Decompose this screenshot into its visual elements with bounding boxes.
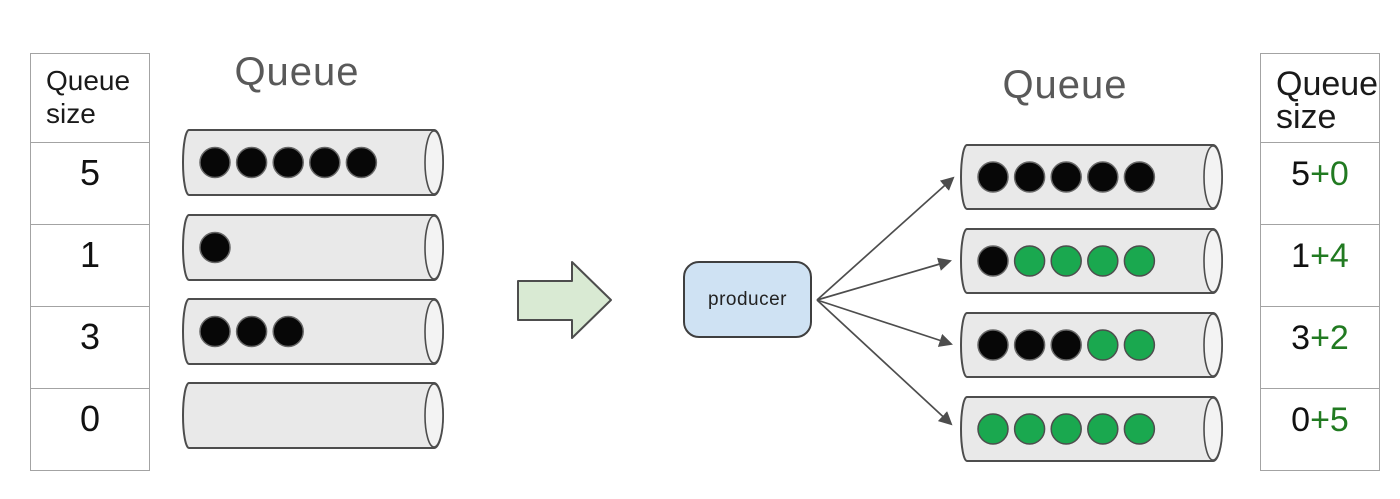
left-queue-cylinder-1 [182, 214, 444, 281]
queue-size-added: +2 [1310, 319, 1349, 357]
green-message-dot [1087, 245, 1119, 277]
green-message-dot [1123, 329, 1156, 361]
table-cell: 1 [31, 224, 149, 306]
cylinder-cap [424, 299, 444, 364]
queue-size-added: +4 [1310, 237, 1349, 275]
black-message-dot [1013, 161, 1046, 193]
queue-size-base: 5 [1291, 155, 1311, 193]
black-message-dot [977, 245, 1009, 277]
right-queue-cylinder-2 [960, 312, 1223, 378]
queue-size-added: +0 [1310, 155, 1349, 193]
left-queue-cylinder-0 [182, 129, 444, 196]
green-message-dot [1087, 413, 1119, 445]
black-message-dot [272, 146, 304, 179]
right-queue-cylinder-0 [960, 144, 1223, 210]
table-cell: 3+2 [1261, 306, 1379, 388]
black-message-dot [235, 315, 268, 348]
table-cell: 0+5 [1261, 388, 1379, 470]
black-message-dot [977, 161, 1009, 193]
left-queue-size-table: Queue size 5 1 3 0 [30, 53, 150, 471]
black-message-dot [235, 146, 268, 179]
black-message-dot [1123, 161, 1156, 193]
cylinder-cap [1203, 397, 1223, 461]
table-cell: 3 [31, 306, 149, 388]
cylinder-body [182, 382, 444, 449]
table-cell: 1+4 [1261, 224, 1379, 306]
queue-size-added: +5 [1310, 401, 1349, 439]
black-message-dot [199, 315, 231, 348]
black-message-dot [309, 146, 341, 179]
queue-size-base: 3 [1291, 319, 1311, 357]
producer-to-queue-arrow-1 [816, 257, 952, 301]
black-message-dot [199, 231, 231, 264]
right-queue-cylinder-3 [960, 396, 1223, 462]
green-message-dot [1013, 245, 1046, 277]
table-header-cell: Queue size [1276, 65, 1379, 136]
cylinder-cap [424, 215, 444, 280]
producer-to-queue-arrow-2 [816, 299, 953, 347]
black-message-dot [345, 146, 378, 179]
green-message-dot [1013, 413, 1046, 445]
left-queue-cylinder-3 [182, 382, 444, 449]
producer-to-queue-arrow-3 [816, 299, 953, 426]
right-block-arrow-icon [517, 261, 612, 339]
green-message-dot [977, 413, 1009, 445]
producer-node: producer [683, 261, 812, 338]
cylinder-cap [424, 383, 444, 448]
right-queue-title: Queue [1002, 63, 1128, 107]
green-message-dot [1050, 413, 1082, 445]
table-cell: 5+0 [1261, 142, 1379, 224]
left-queue-cylinder-2 [182, 298, 444, 365]
table-header-cell: Queue size [46, 65, 131, 129]
right-queue-cylinder-1 [960, 228, 1223, 294]
producer-label: producer [708, 288, 787, 310]
black-message-dot [1087, 161, 1119, 193]
left-queue-title: Queue [234, 50, 360, 94]
black-message-dot [272, 315, 304, 348]
black-message-dot [1050, 161, 1082, 193]
queue-size-base: 0 [1291, 401, 1311, 439]
producer-to-queue-arrow-0 [816, 176, 955, 301]
green-message-dot [1123, 245, 1156, 277]
queue-size-base: 1 [1291, 237, 1311, 275]
table-cell: 0 [31, 388, 149, 470]
black-message-dot [1013, 329, 1046, 361]
producer-arrows [816, 176, 955, 426]
green-message-dot [1087, 329, 1119, 361]
cylinder-cap [1203, 145, 1223, 209]
cylinder-cap [1203, 313, 1223, 377]
green-message-dot [1123, 413, 1156, 445]
green-message-dot [1050, 245, 1082, 277]
cylinder-cap [424, 130, 444, 195]
right-queue-size-table: Queue size 5+0 1+4 3+2 0+5 [1260, 53, 1380, 471]
cylinder-cap [1203, 229, 1223, 293]
black-message-dot [977, 329, 1009, 361]
black-message-dot [199, 146, 231, 179]
black-message-dot [1050, 329, 1082, 361]
table-cell: 5 [31, 142, 149, 224]
